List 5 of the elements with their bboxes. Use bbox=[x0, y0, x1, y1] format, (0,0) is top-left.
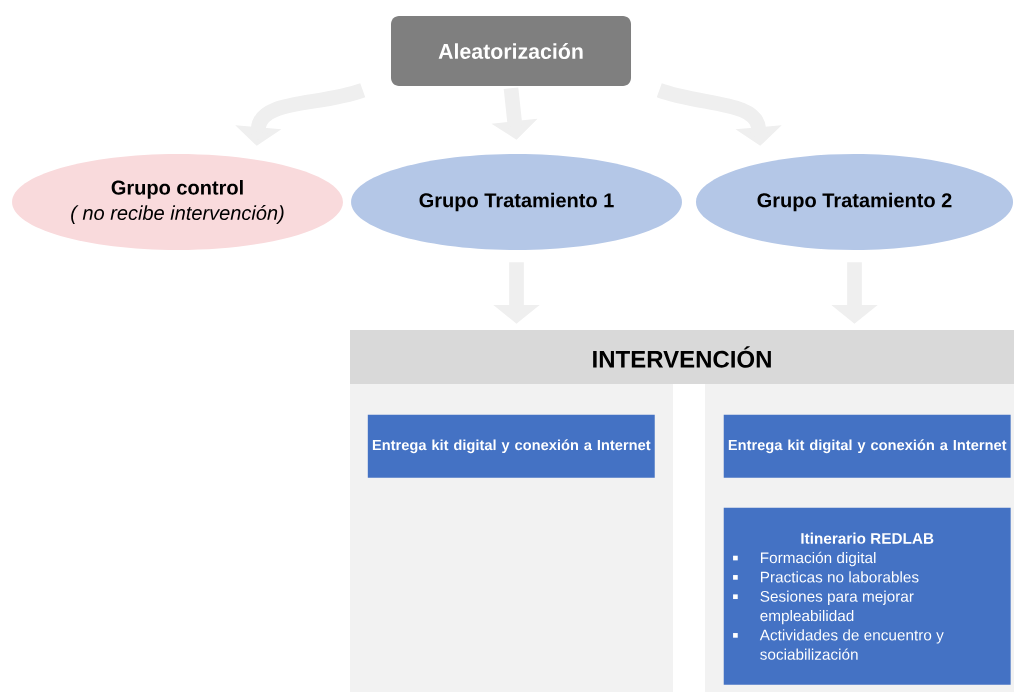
action-box: Entrega kit digital y conexión a Internet bbox=[723, 414, 1011, 478]
list-box: Itinerario REDLAB Formación digital Practicas no laborables Sesiones para mejorar empleabilidad Actividades de encuentro y sociabilización bbox=[723, 507, 1011, 685]
process-box: Aleatorización bbox=[391, 16, 631, 86]
header-band: INTERVENCIÓN bbox=[350, 330, 1014, 384]
action-box: Entrega kit digital y conexión a Internet bbox=[367, 414, 655, 478]
